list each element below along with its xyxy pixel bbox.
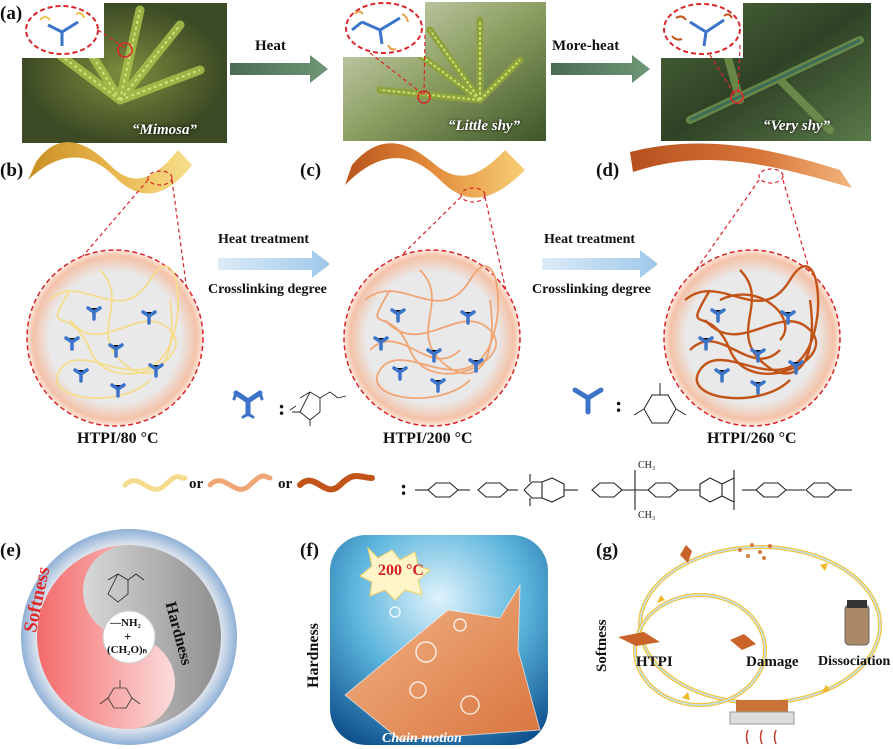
legend-colon-1: :: [278, 395, 286, 420]
temperature-label: 200 °C: [378, 562, 424, 579]
heat-arrow: [230, 55, 328, 83]
ch2o-label: (CH₂O)ₙ: [107, 644, 148, 656]
heat-treatment-label-2: Heat treatment: [544, 232, 636, 247]
panel-label-d: (d): [596, 160, 620, 181]
plus-label: +: [124, 629, 132, 644]
panel-label-a: (a): [0, 3, 23, 24]
methyl-label-top: CH₃: [638, 460, 656, 471]
panel-label-e: (e): [0, 540, 22, 561]
chain-motion-illustration: [330, 535, 548, 745]
photo-little-shy: [343, 2, 546, 141]
recycling-cycle: [618, 543, 882, 745]
caption-mimosa: “Mimosa”: [132, 122, 198, 138]
dissociation-label: Dissociation: [818, 654, 891, 669]
chain-dark-icon: [297, 472, 375, 493]
blue-crosslinker-icon-2: [572, 387, 604, 415]
panel-label-c: (c): [300, 160, 322, 181]
film-d: [630, 143, 852, 188]
crosslinking-label-2: Crosslinking degree: [532, 282, 651, 297]
heat-treatment-arrow-1: [218, 250, 330, 278]
panel-label-f: (f): [300, 540, 319, 561]
blue-crosslinker-icon-1: [232, 390, 264, 419]
more-heat-arrow: [551, 55, 650, 83]
heat-label: Heat: [255, 38, 286, 54]
film-c: [345, 143, 525, 198]
methyl-label-bottom: CH₃: [638, 510, 656, 521]
nh2-label: —NH₂: [110, 617, 141, 629]
chain-mid-icon: [207, 473, 273, 492]
hexahydrotriazine-structure: [633, 383, 687, 424]
photo-mimosa: [22, 3, 227, 143]
polyimide-repeat-structure: [415, 470, 852, 510]
heat-treatment-arrow-2: [542, 250, 658, 278]
sample-label-200: HTPI/200 °C: [383, 430, 473, 447]
chain-colon: :: [400, 475, 408, 500]
or-label-2: or: [278, 476, 293, 492]
film-b: [28, 142, 192, 194]
sample-label-80: HTPI/80 °C: [77, 430, 159, 447]
or-label-1: or: [189, 476, 204, 492]
panel-label-g: (g): [596, 540, 619, 561]
caption-little-shy: “Little shy”: [448, 118, 521, 134]
network-circle-d: [663, 249, 841, 427]
damage-label: Damage: [746, 654, 799, 670]
photo-very-shy: [661, 3, 871, 141]
hemiaminal-structure: [289, 391, 347, 426]
chain-light-icon: [122, 474, 188, 492]
sample-label-260: HTPI/260 °C: [707, 430, 797, 447]
caption-very-shy: “Very shy”: [763, 118, 831, 134]
softness-label-g: Softness: [594, 619, 610, 672]
htpi-label: HTPI: [636, 654, 673, 670]
heat-treatment-label-1: Heat treatment: [218, 232, 310, 247]
chain-motion-label: Chain motion: [382, 731, 462, 746]
panel-label-b: (b): [0, 160, 24, 181]
legend-colon-2: :: [615, 392, 623, 417]
more-heat-label: More-heat: [552, 38, 620, 54]
hardness-label-f: Hardness: [305, 623, 322, 688]
crosslinking-label-1: Crosslinking degree: [208, 282, 327, 297]
network-circle-c: [343, 249, 521, 427]
network-circle-b: [26, 249, 204, 427]
yin-yang-diagram: [21, 529, 237, 745]
